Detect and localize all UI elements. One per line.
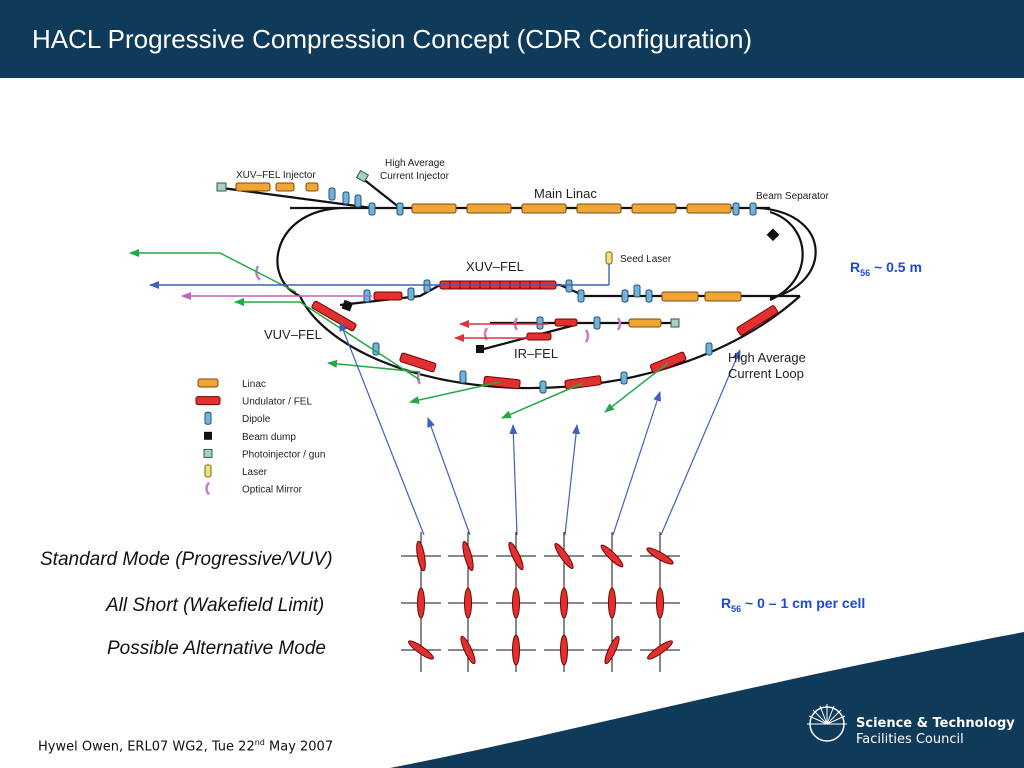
label-hac-loop-1: High Average: [728, 350, 806, 365]
legend-label-photoinjector: Photoinjector / gun: [242, 449, 325, 460]
footer-author: Hywel Owen, ERL07 WG2, Tue 22nd May 2007: [38, 738, 334, 755]
legend-label-laser: Laser: [242, 467, 268, 478]
electron-bunch: [408, 640, 434, 660]
electron-bunch: [554, 543, 574, 569]
legend-symbol-dipole: [204, 411, 212, 425]
label-hac-injector-1: High Average: [385, 158, 445, 169]
legend-label-undulator: Undulator / FEL: [242, 397, 312, 408]
electron-bunch: [604, 635, 620, 665]
label-ir-fel: IR–FEL: [514, 346, 558, 361]
electron-bunch: [656, 587, 664, 619]
legend-symbol-linac: [197, 378, 219, 388]
electron-bunch: [647, 640, 673, 660]
legend-label-linac: Linac: [242, 379, 266, 390]
legend-symbol-beam-dump: [204, 431, 212, 440]
title-bar: [0, 0, 1024, 78]
label-vuv-fel: VUV–FEL: [264, 327, 322, 342]
electron-bunch: [464, 587, 472, 619]
fel-output-arrows: [129, 249, 669, 419]
legend-label-beam-dump: Beam dump: [242, 432, 296, 443]
electron-bunch: [462, 540, 474, 572]
label-hac-injector-2: Current Injector: [380, 171, 450, 182]
electron-bunch: [560, 634, 568, 666]
label-seed-laser: Seed Laser: [620, 254, 672, 265]
seed-laser: [605, 251, 613, 265]
bunch-compression-cells: [401, 532, 680, 672]
starburst-icon: [807, 704, 847, 742]
label-xuv-fel: XUV–FEL: [466, 259, 524, 274]
electron-bunch: [460, 635, 476, 665]
dipoles: [328, 187, 757, 394]
injector-linac: [235, 182, 742, 328]
legend-symbol-laser: [204, 464, 212, 478]
electron-bunch: [508, 541, 524, 571]
mode-label-alternative: Possible Alternative Mode: [107, 638, 326, 659]
legend-symbol-photoinjector: [203, 448, 213, 458]
electron-bunch: [560, 587, 568, 619]
legend-symbol-optical-mirror: [205, 481, 211, 496]
label-hac-loop-2: Current Loop: [728, 366, 804, 381]
label-beam-separator: Beam Separator: [756, 191, 829, 202]
electron-bunch: [416, 540, 426, 572]
mode-label-all-short: All Short (Wakefield Limit): [106, 595, 325, 616]
r56-loop-annotation: R56 ~ 0.5 m: [850, 259, 922, 278]
label-main-linac: Main Linac: [534, 186, 597, 201]
footer-wave: [390, 632, 1024, 768]
legend-label-optical-mirror: Optical Mirror: [242, 485, 303, 496]
electron-bunch: [608, 587, 616, 619]
electron-bunch: [417, 587, 425, 619]
main-linac: [411, 203, 732, 214]
r56-cell-annotation: R56 ~ 0 – 1 cm per cell: [721, 595, 865, 614]
electron-bunch: [600, 544, 624, 568]
beam-dumps: [341, 228, 780, 353]
slide-title: HACL Progressive Compression Concept (CD…: [32, 24, 753, 54]
logo-line-1: Science & Technology: [856, 716, 1015, 731]
photoinjectors: [216, 169, 680, 328]
legend-symbol-undulator: [195, 396, 221, 406]
electron-bunch: [512, 634, 520, 666]
cell-pointer-arrows: [339, 321, 741, 536]
mode-label-standard: Standard Mode (Progressive/VUV): [40, 549, 333, 570]
legend-label-dipole: Dipole: [242, 414, 271, 425]
label-xuv-injector: XUV–FEL Injector: [236, 170, 316, 181]
electron-bunch: [512, 587, 520, 619]
logo-line-2: Facilities Council: [856, 732, 964, 747]
electron-bunch: [646, 547, 674, 565]
